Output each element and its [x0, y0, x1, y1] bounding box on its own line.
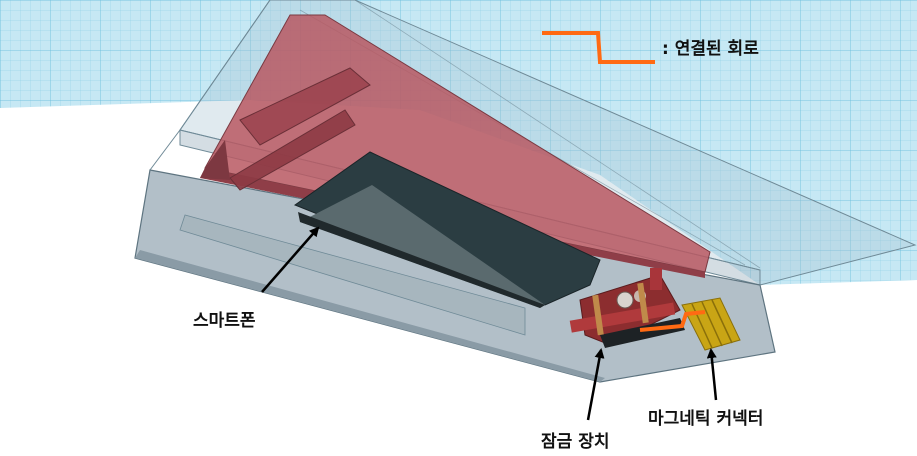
- arrow-connector: [706, 348, 718, 401]
- arrow-lock: [586, 348, 605, 421]
- lock-mechanism: [569, 268, 685, 348]
- legend-text: : 연결된 회로: [662, 39, 759, 59]
- label-lock: 잠금 장치: [541, 432, 610, 452]
- label-smartphone: 스마트폰: [193, 311, 256, 331]
- arrow-smartphone: [261, 226, 320, 293]
- smartphone-shape: [293, 151, 601, 308]
- circuit-line: [639, 310, 706, 332]
- legend-line: [542, 31, 655, 64]
- label-connector: 마그네틱 커넥터: [648, 409, 764, 429]
